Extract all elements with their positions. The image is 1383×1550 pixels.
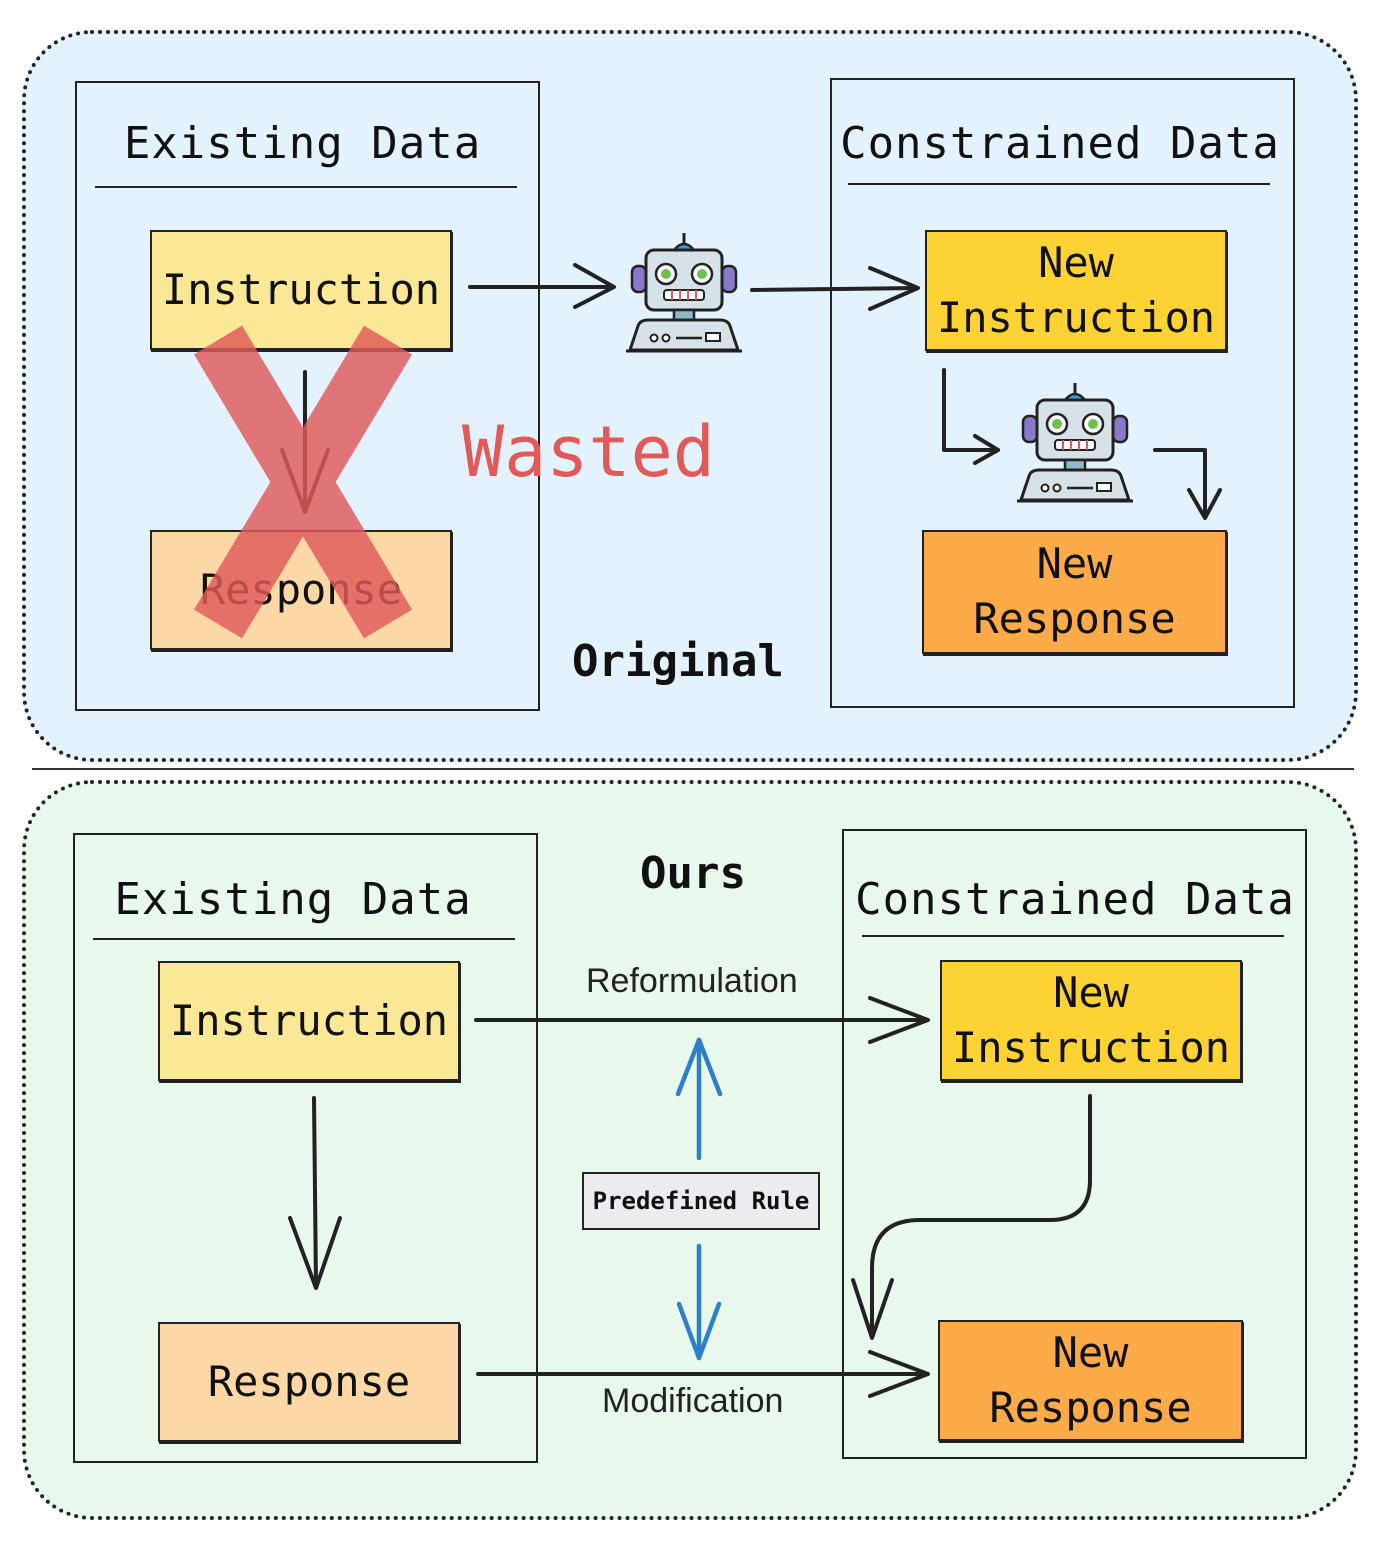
ours-new-response-line1: New [1052, 1327, 1129, 1377]
original-constrained-data-frame [830, 78, 1295, 708]
original-existing-data-frame [75, 81, 540, 711]
wasted-x-mark [193, 325, 413, 639]
ours-new-response-box: New Response [938, 1320, 1243, 1441]
original-existing-data-title: Existing Data [123, 118, 482, 169]
ours-existing-data-frame [73, 833, 538, 1463]
arrow-new-instruction-to-new-response [851, 1094, 1092, 1340]
rule-up-arrow [675, 1037, 723, 1161]
ours-response-label: Response [207, 1356, 411, 1406]
arrow-robot-to-new-instruction [750, 266, 920, 311]
original-new-instruction-line1: New [1038, 237, 1114, 287]
original-new-response-box: New Response [922, 530, 1227, 654]
original-constrained-data-title: Constrained Data [840, 118, 1280, 169]
original-new-instruction-line2: Instruction [936, 292, 1216, 342]
arrow-instruction-to-response-ours [288, 1096, 342, 1290]
ours-new-instruction-line1: New [1053, 967, 1129, 1017]
predefined-rule-label: Predefined Rule [592, 1187, 810, 1215]
ours-new-instruction-line2: Instruction [951, 1022, 1231, 1072]
original-section-label: Original [572, 636, 784, 687]
reformulation-arrow [474, 996, 930, 1044]
ours-constrained-data-frame [842, 829, 1307, 1459]
section-divider [32, 768, 1354, 770]
modification-label: Modification [602, 1382, 784, 1420]
arrow-instruction-to-robot [468, 263, 616, 309]
arrow-robot-to-new-response [1153, 448, 1222, 520]
ours-instruction-box: Instruction [158, 961, 460, 1081]
ours-constrained-title-underline [862, 935, 1284, 937]
ours-new-response-line2: Response [989, 1382, 1192, 1432]
ours-existing-title-underline [93, 938, 515, 940]
ours-constrained-data-title: Constrained Data [855, 874, 1295, 925]
reformulation-label: Reformulation [586, 962, 798, 1000]
ours-instruction-label: Instruction [169, 995, 449, 1045]
original-new-response-line1: New [1036, 539, 1113, 589]
predefined-rule-box: Predefined Rule [582, 1172, 820, 1230]
ours-section-label: Ours [640, 848, 746, 899]
wasted-label: Wasted [462, 411, 715, 493]
ours-new-instruction-box: New Instruction [940, 960, 1242, 1081]
arrow-new-instruction-to-robot [942, 368, 1000, 465]
rule-down-arrow [676, 1243, 722, 1361]
original-constrained-title-underline [848, 183, 1270, 185]
robot-icon-2 [1015, 381, 1135, 503]
original-instruction-label: Instruction [161, 264, 441, 314]
ours-response-box: Response [158, 1322, 460, 1442]
original-instruction-box: Instruction [150, 230, 452, 350]
modification-arrow [476, 1350, 930, 1398]
original-existing-title-underline [95, 186, 517, 188]
original-new-instruction-box: New Instruction [925, 230, 1227, 351]
ours-existing-data-title: Existing Data [114, 874, 472, 925]
robot-icon [624, 231, 744, 353]
original-new-response-line2: Response [973, 594, 1176, 643]
